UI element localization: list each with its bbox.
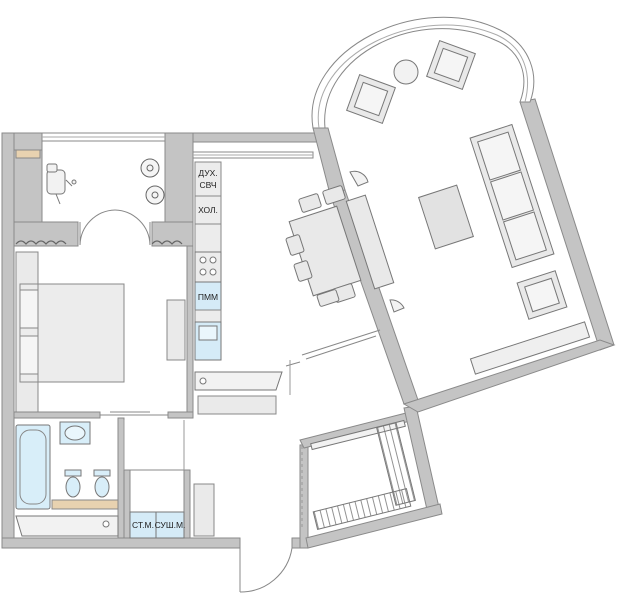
study-balcony [15, 149, 183, 246]
kitchen: ДУХ. СВЧ ХОЛ. ПММ [194, 161, 283, 415]
outer-wall-top-kitchen [192, 132, 319, 143]
kitchen-sink [194, 321, 222, 361]
office-chair [46, 163, 77, 205]
bidet-icon [93, 469, 111, 498]
dryer-box [155, 511, 185, 539]
bedroom-desk [166, 299, 186, 361]
bathroom [15, 421, 119, 537]
desk-wood-strip [15, 149, 41, 159]
partition-cabinet [345, 194, 395, 290]
wall-closet-bottom [305, 503, 443, 549]
bathroom-wood-strip [51, 499, 119, 510]
wall-bathroom-right [117, 417, 125, 541]
oven-label-line1: ДУХ. [198, 168, 217, 178]
double-bed [19, 283, 125, 383]
wall-laundry-left [123, 469, 131, 541]
washer-box [129, 511, 157, 539]
wall-bedroom-bottom [13, 411, 101, 419]
fridge-label: ХОЛ. [198, 205, 218, 215]
outer-wall-left [1, 132, 15, 549]
coffee-table [418, 184, 474, 250]
wall-living-column [312, 127, 346, 195]
bedroom [15, 251, 186, 416]
walk-in-closet [301, 419, 416, 530]
curtain [15, 240, 67, 245]
entry-bench [197, 395, 277, 415]
dryer-label: СУШ.М. [155, 520, 186, 530]
wall-bedroom-left-upper [13, 149, 43, 223]
windows [41, 16, 535, 159]
plant-icon [140, 158, 165, 205]
wall-bedroom-top-right [151, 221, 194, 247]
side-table [393, 59, 419, 85]
outer-wall-living-bottom [402, 339, 616, 413]
oven-microwave-box [194, 161, 222, 197]
dining-area [285, 170, 405, 367]
closet-hanging-bottom [312, 488, 412, 530]
laundry: СТ.М. СУШ.М. [129, 469, 215, 539]
bay-window [311, 16, 535, 129]
dining-chair [285, 185, 356, 307]
toilet-icon [64, 469, 82, 498]
cooktop [194, 251, 222, 283]
wall-bedroom-kitchen [186, 245, 194, 416]
sofa [469, 123, 555, 269]
wall-bedroom-bottom-right [167, 411, 194, 419]
balcony-door [79, 209, 151, 246]
entrance-door [239, 547, 293, 593]
oven-label-line2: СВЧ [199, 180, 216, 190]
entry-console [194, 371, 283, 391]
door-swings [123, 360, 291, 470]
outer-wall-bottom-left [1, 537, 241, 549]
bathroom-sink [59, 421, 91, 445]
dishwasher-label: ПММ [198, 292, 218, 302]
washer-label: СТ.М. [132, 520, 154, 530]
wall-bedroom-top-left [13, 221, 79, 247]
laundry-shelf [193, 483, 215, 537]
wall-balcony-left-column [13, 132, 43, 151]
tv-console [469, 321, 591, 375]
living-room [346, 40, 591, 375]
wall-entrance-right [299, 444, 309, 549]
bathroom-vanity [15, 515, 119, 537]
